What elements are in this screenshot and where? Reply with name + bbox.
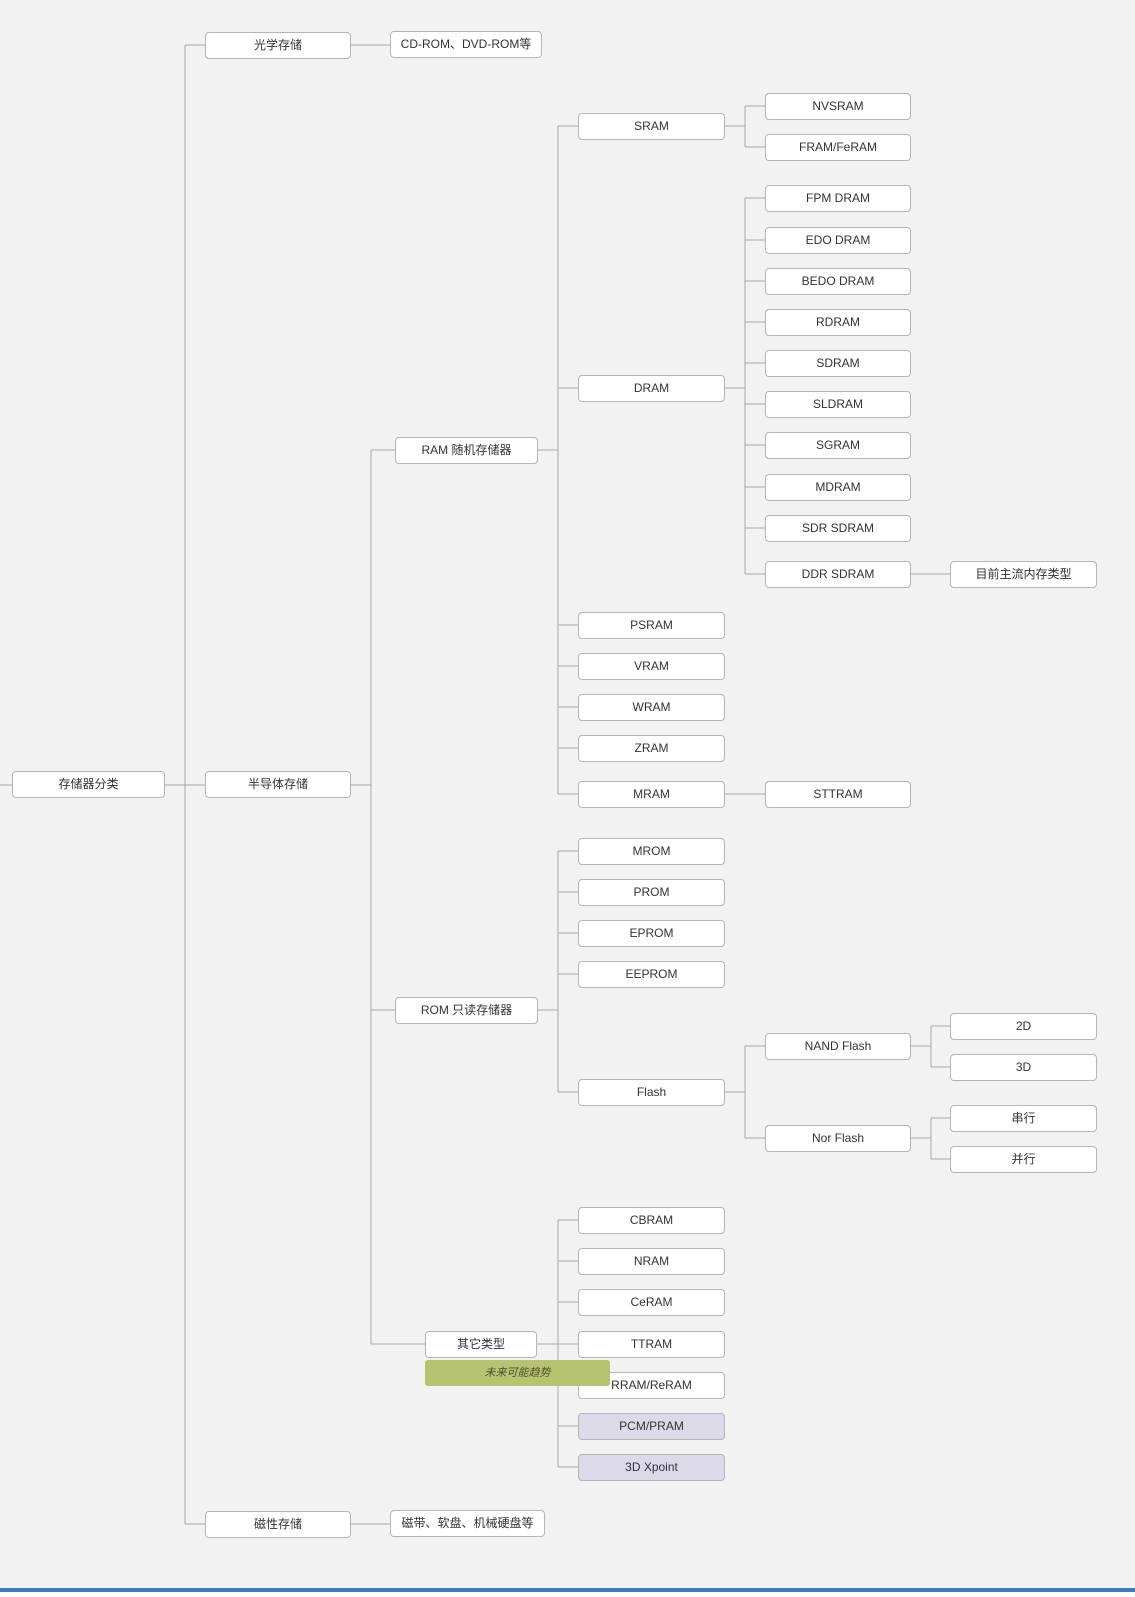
node-semiconductor[interactable]: 半导体存储 [205,771,351,798]
node-ram[interactable]: RAM 随机存储器 [395,437,538,464]
node-prom[interactable]: PROM [578,879,725,906]
node-ddr-note[interactable]: 目前主流内存类型 [950,561,1097,588]
node-ddr-sdram[interactable]: DDR SDRAM [765,561,911,588]
node-edo-dram[interactable]: EDO DRAM [765,227,911,254]
node-nand-flash[interactable]: NAND Flash [765,1033,911,1060]
node-root[interactable]: 存储器分类 [12,771,165,798]
node-cbram[interactable]: CBRAM [578,1207,725,1234]
node-nand-3d[interactable]: 3D [950,1054,1097,1081]
node-dram[interactable]: DRAM [578,375,725,402]
node-sdram[interactable]: SDRAM [765,350,911,377]
node-sdr-sdram[interactable]: SDR SDRAM [765,515,911,542]
node-nvsram[interactable]: NVSRAM [765,93,911,120]
node-wram[interactable]: WRAM [578,694,725,721]
node-flash[interactable]: Flash [578,1079,725,1106]
node-nor-serial[interactable]: 串行 [950,1105,1097,1132]
node-sram[interactable]: SRAM [578,113,725,140]
node-magnetic-detail[interactable]: 磁带、软盘、机械硬盘等 [390,1510,545,1537]
node-vram[interactable]: VRAM [578,653,725,680]
node-mrom[interactable]: MROM [578,838,725,865]
node-bedo-dram[interactable]: BEDO DRAM [765,268,911,295]
node-other-types[interactable]: 其它类型 [425,1331,537,1358]
node-sldram[interactable]: SLDRAM [765,391,911,418]
node-nor-parallel[interactable]: 并行 [950,1146,1097,1173]
node-fram-feram[interactable]: FRAM/FeRAM [765,134,911,161]
node-rom[interactable]: ROM 只读存储器 [395,997,538,1024]
bottom-edge [0,1592,1135,1597]
horizontal-scrollbar[interactable] [0,1588,1135,1592]
node-zram[interactable]: ZRAM [578,735,725,762]
node-3d-xpoint[interactable]: 3D Xpoint [578,1454,725,1481]
node-nand-2d[interactable]: 2D [950,1013,1097,1040]
node-nram[interactable]: NRAM [578,1248,725,1275]
node-optical-detail[interactable]: CD-ROM、DVD-ROM等 [390,31,542,58]
node-sttram[interactable]: STTRAM [765,781,911,808]
node-magnetic[interactable]: 磁性存储 [205,1511,351,1538]
node-rdram[interactable]: RDRAM [765,309,911,336]
node-eeprom[interactable]: EEPROM [578,961,725,988]
node-psram[interactable]: PSRAM [578,612,725,639]
node-sgram[interactable]: SGRAM [765,432,911,459]
node-nor-flash[interactable]: Nor Flash [765,1125,911,1152]
node-eprom[interactable]: EPROM [578,920,725,947]
node-ttram[interactable]: TTRAM [578,1331,725,1358]
node-pcm-pram[interactable]: PCM/PRAM [578,1413,725,1440]
node-ceram[interactable]: CeRAM [578,1289,725,1316]
node-fpm-dram[interactable]: FPM DRAM [765,185,911,212]
node-mram[interactable]: MRAM [578,781,725,808]
future-trend-callout[interactable]: 未来可能趋势 [425,1360,610,1386]
node-mdram[interactable]: MDRAM [765,474,911,501]
node-optical[interactable]: 光学存储 [205,32,351,59]
